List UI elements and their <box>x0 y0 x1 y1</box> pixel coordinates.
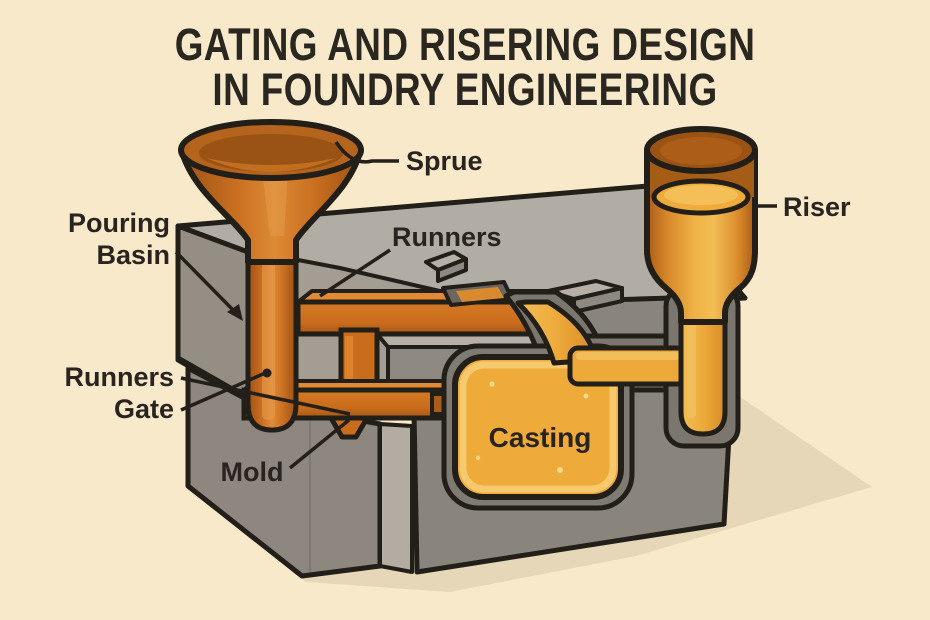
runners-gate-leader-line-2 <box>180 376 351 416</box>
diagram-title: GATING AND RISERING DESIGN IN FOUNDRY EN… <box>84 22 847 112</box>
casting-speckle <box>557 467 563 473</box>
casting-body <box>452 354 624 500</box>
runners-gate-leader-dot <box>262 368 272 378</box>
label-runners: Runners <box>392 222 502 252</box>
label-riser: Riser <box>783 192 851 222</box>
pouring-basin-leader-line <box>174 250 238 315</box>
casting-inner-highlight <box>459 361 617 493</box>
label-casting: Casting <box>489 422 592 453</box>
mold-leader-line <box>288 418 351 470</box>
runners-leader-line <box>319 248 391 298</box>
diagram-title-line2: IN FOUNDRY ENGINEERING <box>212 64 718 115</box>
riser-neck-highlight <box>687 300 696 418</box>
runners-gate-leader-line-1 <box>180 372 264 412</box>
runner-connector-highlight <box>345 336 353 388</box>
top-face-fin-front <box>436 257 468 283</box>
label-sprue: Sprue <box>406 146 483 176</box>
label-pouring-basin-line1: Pouring <box>68 208 170 238</box>
label-mold: Mold <box>221 457 284 487</box>
funnel-cone-highlight <box>262 168 288 236</box>
casting-speckle <box>489 381 495 387</box>
riser-bridge-highlight <box>576 352 680 360</box>
notch-channel-glimpse <box>456 287 504 302</box>
sprue-tube-highlight <box>262 250 275 420</box>
riser-melt-highlight <box>664 185 738 205</box>
pouring-basin-arrowhead <box>227 304 243 321</box>
casting-speckle <box>583 393 589 399</box>
funnel-rim-inner-glow <box>206 158 336 172</box>
upper-runner-channel <box>295 299 551 337</box>
label-pouring-basin-line2: Basin <box>96 240 170 270</box>
sprue-leader-line <box>334 141 399 164</box>
label-runners-gate-line2: Gate <box>114 394 174 424</box>
diagram-title-line1: GATING AND RISERING DESIGN <box>174 19 756 70</box>
mold-parting-gap <box>378 422 414 574</box>
label-runners-gate-line1: Runners <box>64 362 174 392</box>
riser-rim-inner <box>660 137 742 165</box>
funnel-rim-inner <box>199 134 343 172</box>
casting-speckle <box>475 455 481 461</box>
